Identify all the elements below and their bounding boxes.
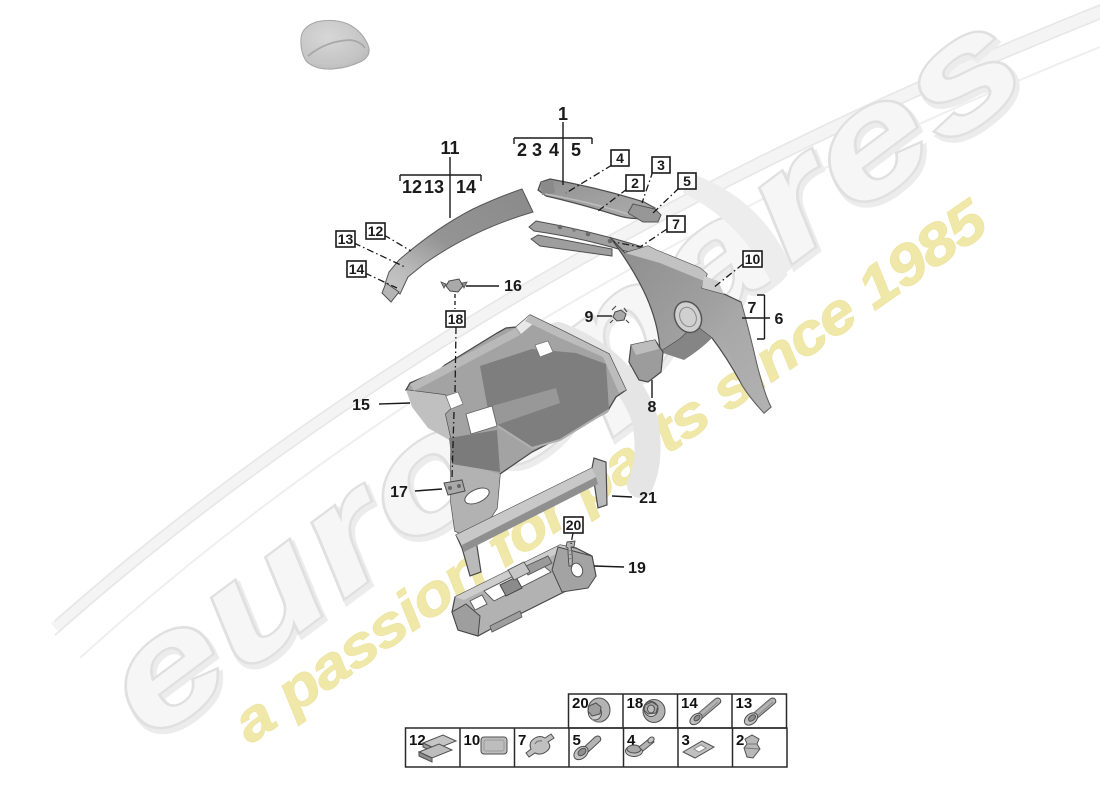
- svg-text:17: 17: [390, 484, 408, 501]
- svg-text:1: 1: [558, 104, 568, 124]
- svg-text:12: 12: [409, 732, 426, 749]
- svg-text:6: 6: [775, 311, 784, 328]
- svg-text:3: 3: [682, 732, 690, 749]
- svg-text:14: 14: [681, 695, 698, 712]
- svg-text:13: 13: [736, 695, 753, 712]
- svg-text:13: 13: [338, 231, 354, 247]
- svg-text:20: 20: [572, 695, 589, 712]
- svg-text:2: 2: [736, 732, 744, 749]
- svg-text:10: 10: [745, 251, 761, 267]
- svg-text:4: 4: [549, 140, 559, 160]
- svg-text:19: 19: [628, 560, 646, 577]
- svg-text:9: 9: [585, 309, 594, 326]
- svg-text:16: 16: [504, 278, 522, 295]
- svg-text:18: 18: [627, 695, 644, 712]
- svg-text:5: 5: [573, 732, 581, 749]
- svg-text:14: 14: [349, 261, 365, 277]
- svg-text:12: 12: [368, 223, 384, 239]
- svg-text:15: 15: [352, 397, 370, 414]
- svg-text:13: 13: [424, 177, 444, 197]
- svg-text:14: 14: [456, 177, 476, 197]
- svg-text:7: 7: [518, 732, 526, 749]
- svg-text:4: 4: [627, 732, 636, 749]
- svg-text:5: 5: [683, 173, 691, 189]
- svg-text:10: 10: [464, 732, 481, 749]
- svg-text:7: 7: [748, 300, 757, 317]
- svg-text:7: 7: [672, 216, 680, 232]
- svg-text:3: 3: [657, 157, 665, 173]
- svg-text:12: 12: [402, 177, 422, 197]
- svg-text:21: 21: [639, 490, 657, 507]
- svg-text:11: 11: [440, 138, 459, 158]
- svg-text:5: 5: [571, 140, 581, 160]
- svg-text:4: 4: [616, 150, 624, 166]
- svg-text:2: 2: [631, 175, 639, 191]
- svg-text:18: 18: [448, 311, 464, 327]
- svg-text:8: 8: [648, 399, 657, 416]
- svg-text:20: 20: [566, 517, 582, 533]
- svg-text:2: 2: [517, 140, 527, 160]
- svg-text:3: 3: [532, 140, 542, 160]
